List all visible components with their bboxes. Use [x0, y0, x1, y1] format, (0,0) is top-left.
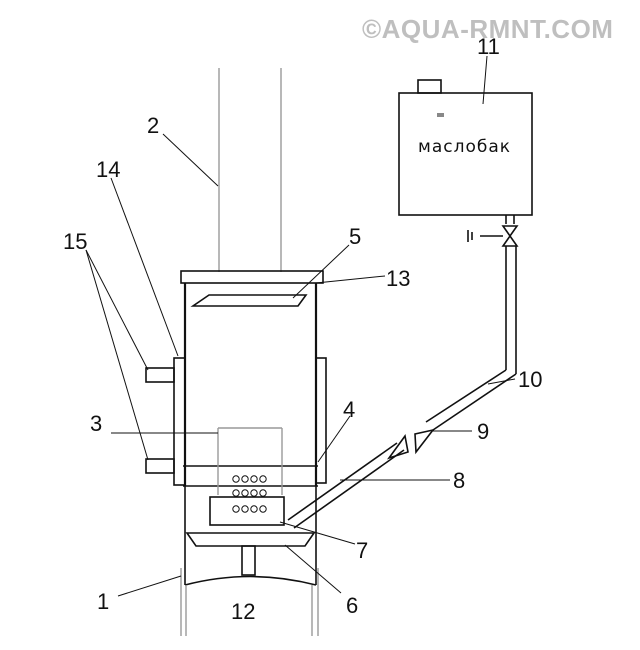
- label-3: 3: [90, 411, 102, 436]
- label-15: 15: [63, 229, 87, 254]
- chimney-pipe: [218, 68, 282, 272]
- lower-chamber: [184, 486, 317, 586]
- label-11: 11: [477, 34, 500, 59]
- oil-tray: [185, 532, 316, 547]
- label-5: 5: [349, 224, 361, 249]
- label-1: 1: [97, 589, 109, 614]
- label-6: 6: [346, 593, 358, 618]
- label-4: 4: [343, 397, 355, 422]
- oil-tank: [398, 79, 533, 216]
- tank-valve: [467, 215, 519, 247]
- label-2: 2: [147, 113, 159, 138]
- watermark: ©AQUA-RMNT.COM: [362, 14, 613, 44]
- nozzle-upper: [145, 367, 175, 383]
- perforation-holes: [232, 475, 267, 513]
- label-12: 12: [231, 599, 255, 624]
- damper-stem: [241, 545, 256, 576]
- label-14: 14: [96, 157, 120, 182]
- leader-lines: [85, 55, 516, 597]
- burner-box: [209, 496, 285, 526]
- label-9: 9: [477, 419, 489, 444]
- perforated-pipe: [217, 427, 283, 495]
- check-valve: [386, 428, 435, 460]
- side-jacket-right: [315, 357, 327, 484]
- nozzle-lower: [145, 458, 175, 474]
- stove-legs: [180, 568, 319, 636]
- label-10: 10: [518, 367, 542, 392]
- oil-tank-label: маслобак: [418, 137, 511, 157]
- oil-supply-pipe: [287, 246, 517, 529]
- top-cover: [180, 270, 324, 284]
- label-8: 8: [453, 468, 465, 493]
- label-7: 7: [356, 538, 368, 563]
- baffle-plate: [190, 294, 308, 307]
- label-13: 13: [386, 266, 410, 291]
- side-jacket-left: [173, 357, 186, 486]
- upper-chamber: [183, 283, 318, 487]
